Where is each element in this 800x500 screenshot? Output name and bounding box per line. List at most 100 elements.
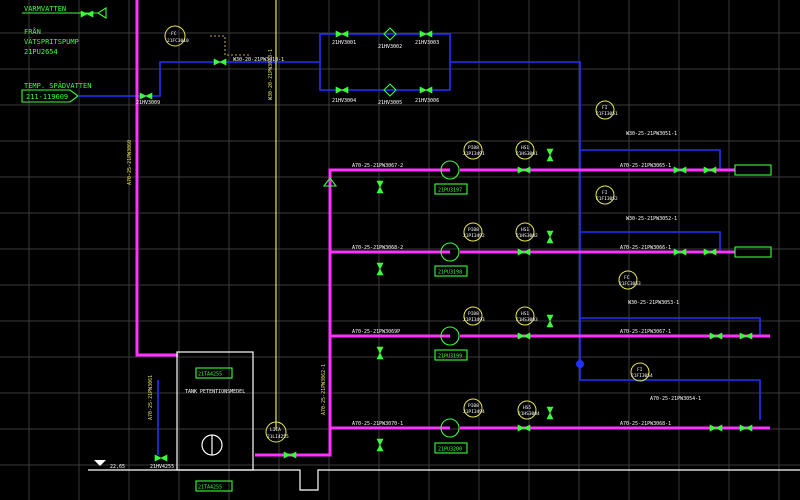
flow-4-instrument <box>630 362 650 382</box>
pump-3-tag-box <box>434 349 468 361</box>
pump-4-drain-valve-icon <box>376 438 384 452</box>
pump-4-line-in: A70-25-21PW3070-1 <box>352 421 403 427</box>
flow-2-instrument <box>595 185 615 205</box>
pump-3-side-valve-icon <box>546 314 554 328</box>
flow-4-line: A70-25-21PW3054-1 <box>650 396 701 402</box>
pump-2-drain-valve-icon <box>376 262 384 276</box>
fc-line-label: W30-20-21PW3010-1 <box>233 57 284 63</box>
pump-4-outlet-valve-icon <box>517 424 531 432</box>
pump-2-heat-exchanger-icon <box>734 246 772 258</box>
pump-1-tag: 21PU3197 <box>438 188 462 194</box>
flow-1-instrument <box>595 100 615 120</box>
pump-2-pi-top: PI08 <box>468 227 479 233</box>
pump-3-hs-top: HS1 <box>521 311 529 317</box>
tank-level-label: 22,65 <box>110 464 125 470</box>
pump-3-pi-top: PI08 <box>468 311 479 317</box>
pump-1-heat-exchanger-icon <box>734 164 772 176</box>
tank-tag-bottom-box <box>195 480 233 492</box>
hot-water-valve-icon <box>80 10 94 18</box>
flow-1-top: FI <box>602 105 608 111</box>
pump-4-line-out: A70-25-21PW3068-1 <box>620 421 671 427</box>
makeup-water-arrow <box>21 89 79 103</box>
pump-3-line-in: A70-25-21PW3069P <box>352 329 400 335</box>
pump-3-tag: 21PU3199 <box>438 354 462 360</box>
makeup-valve-icon <box>139 92 153 100</box>
pump-2-side-valve-icon <box>546 230 554 244</box>
bypass-tag-bot-left: 21HV3004 <box>332 98 356 104</box>
pump-4-pi-instrument <box>463 398 483 418</box>
yellow-trace-label: W30-20-21PW3013-1 <box>268 49 274 100</box>
lica-bot: 21LI4255 <box>267 434 289 440</box>
branch-flow-3 <box>580 317 761 336</box>
bypass-tag-bot-right: 21HV3006 <box>415 98 439 104</box>
riser-valve-icon <box>283 451 297 459</box>
pump-2-out-valve-2-icon <box>703 248 717 256</box>
pump-3-pi-bot: 21PI3493 <box>463 317 485 323</box>
pump-3-pi-instrument <box>463 306 483 326</box>
lica-instrument <box>265 421 287 443</box>
pump-4-icon <box>440 418 460 438</box>
fc-bot: 21FC3010 <box>167 38 189 44</box>
pump-2-tag-box <box>434 265 468 277</box>
pump-1-outlet-valve-icon <box>517 166 531 174</box>
pump-4-side-valve-icon <box>546 406 554 420</box>
pump-3-icon <box>440 326 460 346</box>
from-pump-label: VÄTSPRITSPUMP <box>24 37 79 46</box>
flow-2-line: W30-25-21PW3052-1 <box>626 216 677 222</box>
pump-4-hs-top: HS5 <box>523 405 531 411</box>
elevation-marker-icon <box>94 460 106 466</box>
pump-row-3: A70-25-21PW3069P 21PU3199 PI08 21PI3493 … <box>352 270 753 361</box>
makeup-line-tag: 211-119609 <box>26 93 68 101</box>
branch-flow-1 <box>580 149 721 170</box>
flow-4-bot: 21FI3054 <box>631 373 653 379</box>
pump-3-hs-bot: 21HS3003 <box>516 317 538 323</box>
bypass-tag-top-left: 21HV3001 <box>332 40 356 46</box>
pump-1-hs-instrument <box>515 140 535 160</box>
pump-row-1: A70-25-21PW3067-2 21PU3197 PI08 21PI3491… <box>352 100 772 195</box>
bypass-tag-top-mid: 21HV3002 <box>378 44 402 50</box>
bypass-tag-bot-mid: 21HV3005 <box>378 100 402 106</box>
branch-flow-2 <box>580 231 721 252</box>
ground-line <box>88 469 800 491</box>
pump-3-outlet-valve-icon <box>517 332 531 340</box>
bypass-strainer-1-icon <box>383 27 397 41</box>
pump-3-out-valve-icon <box>709 332 723 340</box>
valve-group: 21HV3009 21HV3001 21HV3002 21HV3003 21HV… <box>80 10 439 470</box>
pump-2-line-out: A70-25-21PW3066-1 <box>620 245 671 251</box>
pump-1-pi-bot: 21PI3491 <box>463 151 485 157</box>
flow-3-line: W30-25-21PW3053-1 <box>628 300 679 306</box>
pump-4-hs-bot: 21HS3004 <box>518 411 540 417</box>
pump-4-tag: 21PU3200 <box>438 447 462 453</box>
flow-2-bot: 21FI3052 <box>596 196 618 202</box>
pump-2-tag: 21PU3198 <box>438 270 462 276</box>
magenta-riser-label: A70-25-21PW3060 <box>127 140 133 185</box>
tank-tag-top: 21TA4255 <box>198 372 222 378</box>
pump-4-out-valve-2-icon <box>739 424 753 432</box>
bypass-valve-3-icon <box>335 86 349 94</box>
bypass-tag-top-right: 21HV3003 <box>415 40 439 46</box>
pump-row-2: A70-25-21PW3068-2 21PU3198 PI08 21PI3492… <box>352 185 772 277</box>
pump-1-out-valve-2-icon <box>703 166 717 174</box>
pump-row-4: A70-25-21PW3070-1 21PU3200 PI08 21PI3494… <box>352 362 753 454</box>
pump-1-side-valve-icon <box>546 148 554 162</box>
makeup-water-label: TEMP. SPÄDVATTEN <box>24 81 91 90</box>
pump-4-pi-bot: 21PI3494 <box>463 409 485 415</box>
pump-4-tag-box <box>434 442 468 454</box>
pump-2-line-in: A70-25-21PW3068-2 <box>352 245 403 251</box>
pump-2-hs-top: HS1 <box>521 227 529 233</box>
lica-top: LICA <box>270 427 281 433</box>
fc-signal <box>210 35 250 56</box>
pump-2-out-valve-icon <box>673 248 687 256</box>
pump-2-pi-bot: 21PI3492 <box>463 233 485 239</box>
magenta-riser-line <box>135 0 178 357</box>
from-label: FRÅN <box>24 27 41 36</box>
bypass-valve-1-icon <box>335 30 349 38</box>
control-valve-icon <box>213 58 227 66</box>
blue-junction <box>576 360 584 368</box>
check-valve-icon <box>322 177 338 187</box>
hot-water-label: VARMVATTEN <box>24 5 66 13</box>
pump-2-outlet-valve-icon <box>517 248 531 256</box>
pump-2-hs-instrument <box>515 222 535 242</box>
pump-4-out-valve-icon <box>709 424 723 432</box>
pump-2-hs-bot: 21HS3002 <box>516 233 538 239</box>
